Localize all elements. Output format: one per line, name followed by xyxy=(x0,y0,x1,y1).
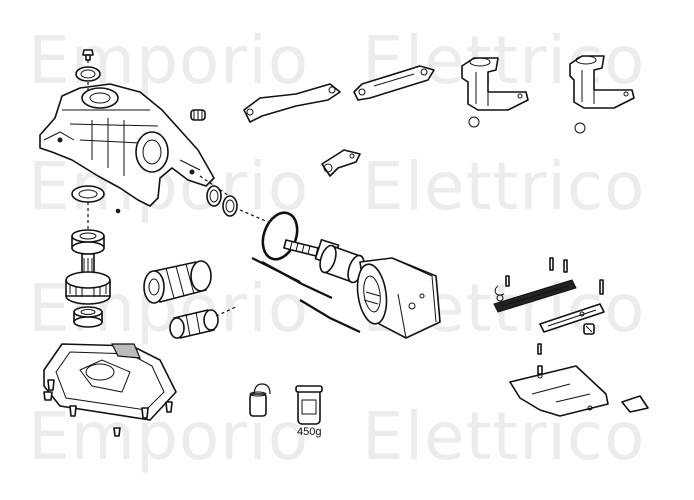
gearbox-cover xyxy=(43,343,177,421)
bearing-washer xyxy=(71,185,105,203)
bracket-pin xyxy=(574,122,586,134)
watermark-text: Elettrico xyxy=(362,398,646,475)
anchor-clip xyxy=(621,395,649,413)
bracket-pin xyxy=(468,116,480,128)
lower-bearing xyxy=(73,306,103,328)
release-lever-long xyxy=(243,83,341,123)
assembly-line xyxy=(239,209,269,223)
base-plate-screw xyxy=(537,365,543,375)
small-pin xyxy=(115,208,121,214)
cover-screws xyxy=(43,379,173,437)
output-gear xyxy=(65,271,111,305)
seal-ring-b xyxy=(222,195,238,217)
seal-ring-a xyxy=(206,185,222,207)
switch-knob xyxy=(583,323,595,335)
worm-gear-assembly xyxy=(143,260,212,304)
cable-line xyxy=(251,257,301,283)
gearbox-housing xyxy=(39,83,215,207)
electric-motor xyxy=(356,257,441,339)
limit-switch-bracket xyxy=(539,303,605,333)
watermark-text: Elettrico xyxy=(362,148,646,225)
grease-jar-label: 450g xyxy=(297,426,322,438)
release-key-arm xyxy=(321,149,361,177)
top-washer xyxy=(75,66,101,82)
worm-shaft xyxy=(283,238,365,284)
top-screw xyxy=(82,49,94,61)
upper-bearing xyxy=(71,229,105,255)
spring-screw xyxy=(190,109,206,121)
base-plate xyxy=(509,365,609,417)
support-bracket-left xyxy=(461,57,529,111)
watermark-text: Emporio xyxy=(28,22,310,99)
support-bracket-right xyxy=(569,55,635,109)
grease-jar xyxy=(295,385,323,425)
limit-switch-rail xyxy=(493,279,577,313)
capacitor xyxy=(249,383,271,417)
assembly-line xyxy=(215,305,239,317)
o-ring-gasket xyxy=(261,211,299,261)
release-lever-short xyxy=(353,65,435,101)
pinion-gear-assembly xyxy=(169,309,219,339)
switch-pins xyxy=(505,257,604,355)
